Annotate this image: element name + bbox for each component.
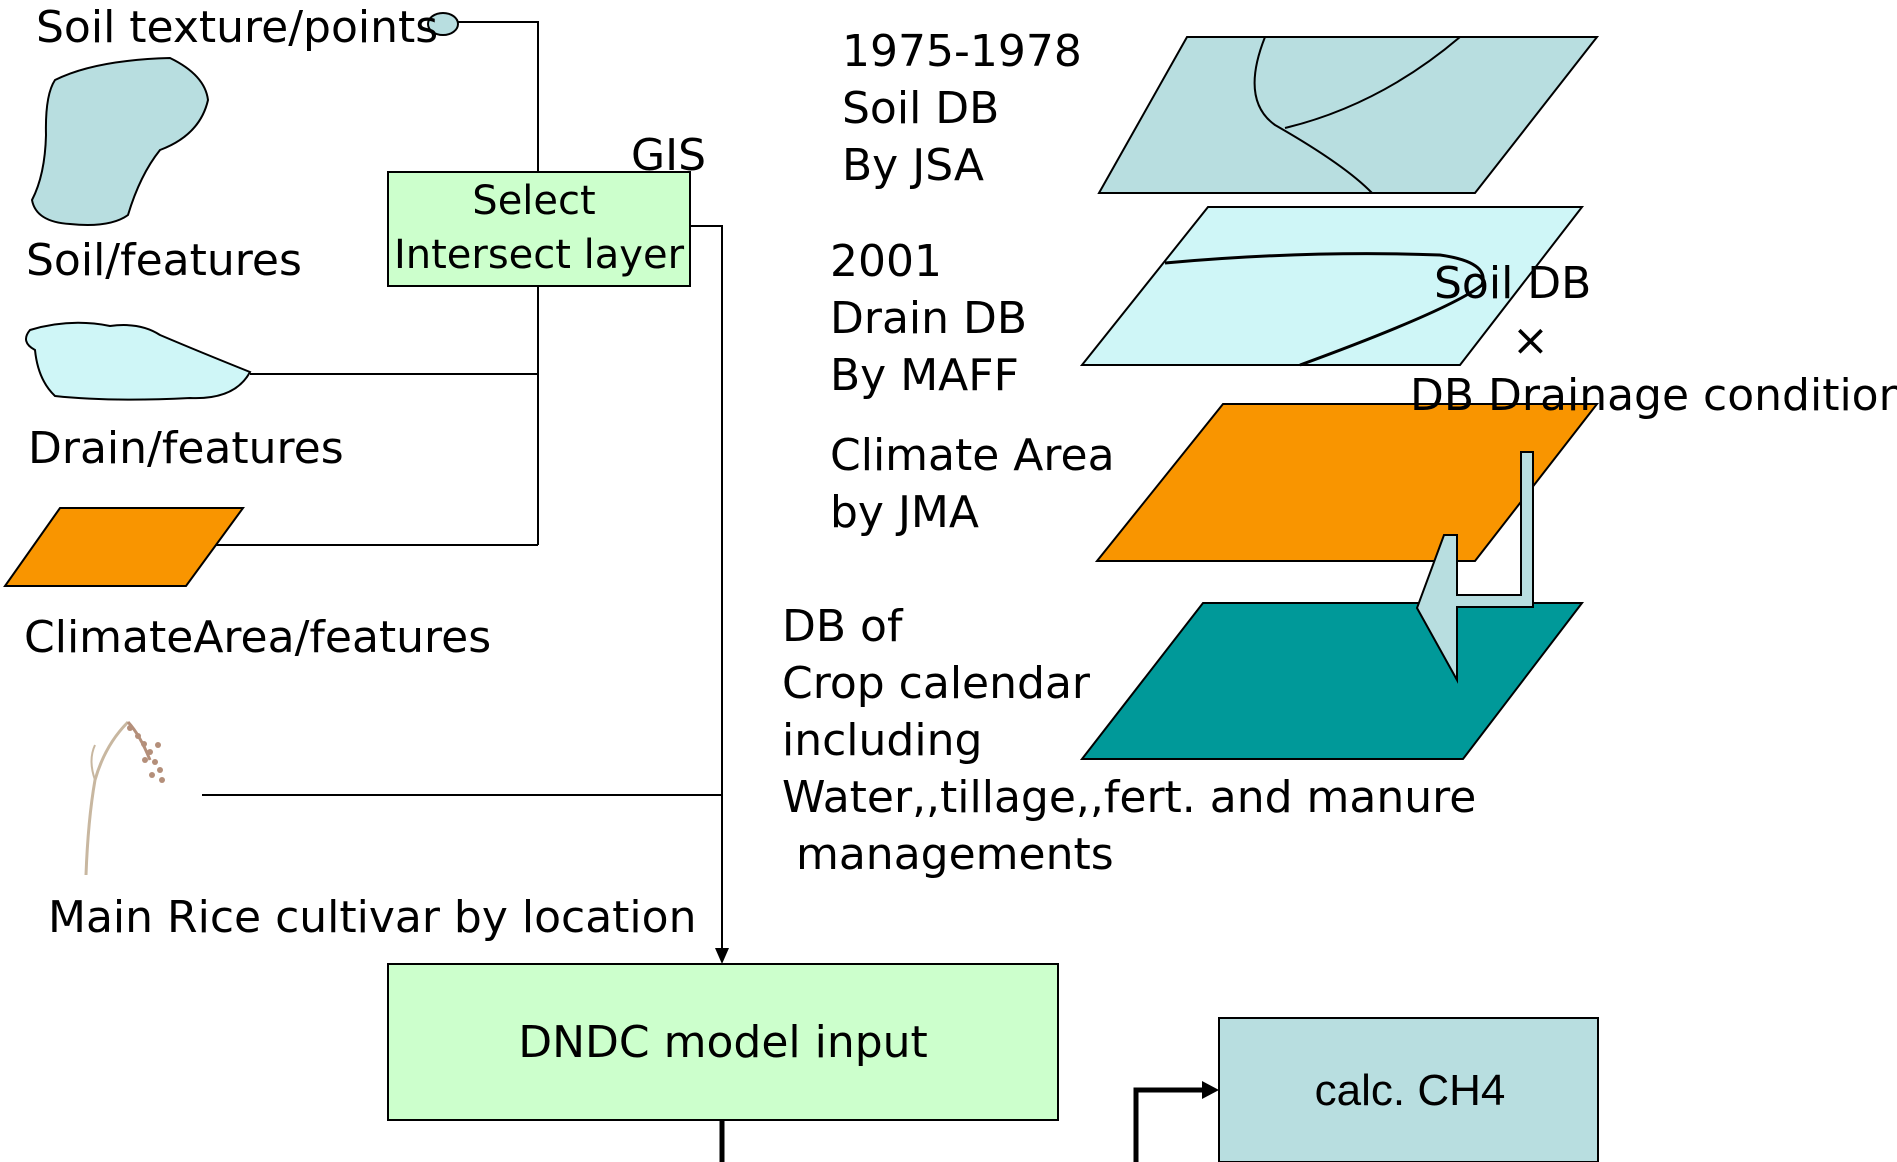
- rice-plant-icon: [84, 720, 165, 876]
- overlay-line1: Soil DB: [1434, 258, 1591, 309]
- drain-feature-shape: [25, 321, 252, 401]
- calc-ch4-label: calc. CH4: [1315, 1066, 1506, 1115]
- climate-features-label: ClimateArea/features: [24, 612, 491, 663]
- soil-db-line1: 1975-1978: [842, 26, 1082, 77]
- connector-lines: [202, 21, 729, 964]
- soil-db-line2: Soil DB: [842, 83, 999, 134]
- drain-features-label: Drain/features: [28, 423, 344, 474]
- rice-cultivar-label: Main Rice cultivar by location: [48, 892, 696, 943]
- soil-points-label: Soil texture/points: [36, 2, 438, 53]
- overlay-line3: DB Drainage condition: [1410, 370, 1897, 421]
- climate-area-line2: by JMA: [830, 487, 979, 538]
- soil-point-icon: [427, 12, 459, 36]
- gis-box-line1: Select: [472, 178, 595, 224]
- crop-calendar-line4: Water,,tillage,,fert. and manure: [782, 772, 1476, 823]
- arrowhead-to-model: [715, 948, 729, 964]
- climate-area-text: Climate Area by JMA: [830, 430, 1115, 538]
- connector-calc-feed: [1133, 1087, 1204, 1162]
- crop-calendar-line2: Crop calendar: [782, 658, 1091, 709]
- soil-features-label: Soil/features: [26, 235, 302, 286]
- climate-area-line1: Climate Area: [830, 430, 1115, 481]
- crop-calendar-line5: managements: [782, 829, 1114, 880]
- drain-db-line2: Drain DB: [830, 293, 1027, 344]
- drain-db-layer: [1079, 206, 1585, 366]
- drain-db-line3: By MAFF: [830, 350, 1019, 401]
- soil-db-line3: By JSA: [842, 140, 984, 191]
- overlay-label: Soil DB × DB Drainage condition: [1410, 258, 1897, 421]
- climate-area-layer: [1094, 403, 1600, 562]
- soil-boundary-1: [1253, 36, 1373, 194]
- climate-feature-shape: [3, 507, 245, 587]
- soil-db-text: 1975-1978 Soil DB By JSA: [842, 26, 1082, 191]
- drain-db-line1: 2001: [830, 236, 942, 287]
- soil-feature-shape: [30, 56, 210, 226]
- arrowhead-to-calc: [1202, 1081, 1219, 1099]
- dndc-model-input-box: [387, 963, 1059, 1121]
- drain-db-text: 2001 Drain DB By MAFF: [830, 236, 1027, 401]
- dndc-model-input-label: DNDC model input: [518, 1017, 928, 1068]
- gis-box-line2: Intersect layer: [394, 232, 685, 278]
- crop-calendar-line3: including: [782, 715, 982, 766]
- crop-calendar-line1: DB of: [782, 601, 904, 652]
- overlay-line2: ×: [1512, 315, 1549, 366]
- crop-calendar-text: DB of Crop calendar including Water,,til…: [782, 601, 1476, 880]
- overlay-arrow: [1415, 451, 1534, 684]
- soil-db-layer: [1097, 36, 1600, 194]
- connector-soil-points: [455, 21, 539, 172]
- crop-calendar-layer: [1079, 602, 1585, 760]
- connector-gis-output: [690, 225, 723, 950]
- soil-boundary-2: [1284, 36, 1461, 129]
- drain-line: [1164, 252, 1485, 367]
- gis-select-intersect-box: [387, 171, 691, 287]
